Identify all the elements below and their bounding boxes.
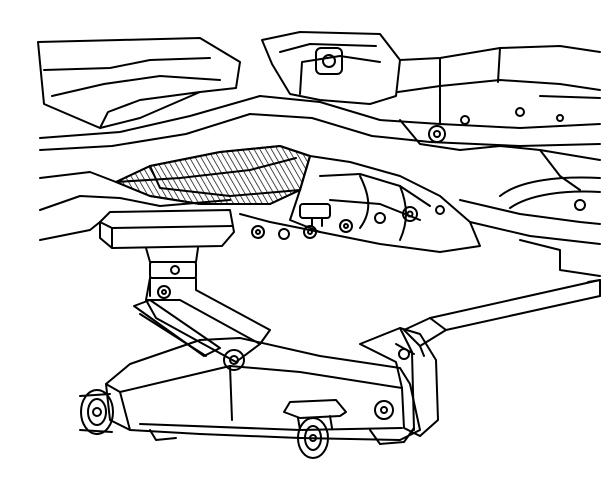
rocker-panel xyxy=(37,37,241,129)
transmission-case xyxy=(289,155,481,253)
hydraulic-pump xyxy=(359,327,439,437)
bolt xyxy=(251,225,265,239)
oil-pan xyxy=(115,145,311,205)
jack-chassis xyxy=(105,337,421,441)
crossmember xyxy=(261,31,401,105)
vehicle-underbody xyxy=(37,31,601,277)
floor-jack xyxy=(79,209,601,459)
arm-pivot xyxy=(157,285,171,299)
bolt-hole xyxy=(428,125,446,143)
rear-wheel xyxy=(297,417,329,459)
mount-bracket xyxy=(315,47,343,75)
jack-saddle xyxy=(99,209,235,249)
saddle-post xyxy=(145,247,199,263)
jack-handle xyxy=(429,279,601,331)
side-bolt xyxy=(223,349,245,371)
front-wheel xyxy=(80,389,114,435)
frame-rail xyxy=(39,95,601,139)
exhaust-pipe xyxy=(459,199,601,225)
caster-bracket xyxy=(283,399,347,419)
